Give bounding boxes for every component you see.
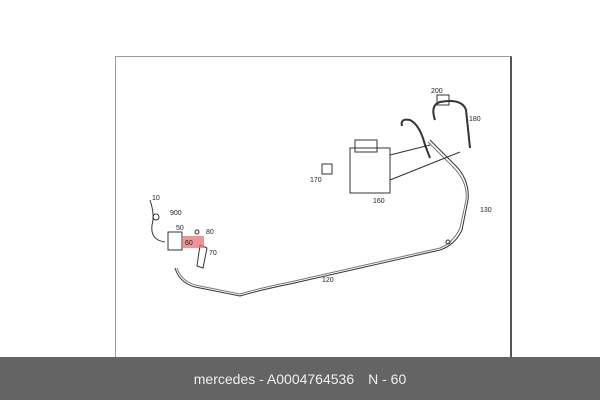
brand-part-number: mercedes - A0004764536 [193, 370, 355, 387]
callout-60: 60 [185, 240, 193, 247]
clip-170 [321, 163, 333, 175]
diagram-frame [115, 56, 512, 357]
pipe-180 [432, 100, 471, 149]
callout-130: 130 [480, 207, 492, 214]
callout-50: 50 [176, 225, 184, 232]
canister-160 [349, 147, 391, 194]
fuel-line-120-inner [176, 141, 467, 295]
callout-200: 200 [431, 88, 443, 95]
callout-900: 900 [170, 210, 182, 217]
callout-10: 10 [152, 195, 160, 202]
pipe-10 [149, 199, 166, 243]
parts-diagram: 10 900 50 80 60 70 120 130 160 170 180 2… [149, 88, 492, 297]
caption-bar: mercedes - A0004764536 N - 60 [0, 357, 600, 400]
pipe-bracket [400, 118, 431, 159]
callout-180: 180 [469, 116, 481, 123]
callout-80: 80 [206, 229, 214, 236]
connector-200 [436, 94, 450, 106]
bracket-70 [196, 244, 208, 269]
position-number: N - 60 [368, 370, 407, 387]
callout-70: 70 [209, 250, 217, 257]
highlight-60 [182, 236, 204, 248]
fuel-line-120 [174, 139, 469, 297]
callout-160: 160 [373, 198, 385, 205]
callout-170: 170 [310, 177, 322, 184]
valve-50 [167, 231, 183, 251]
callout-120: 120 [322, 277, 334, 284]
